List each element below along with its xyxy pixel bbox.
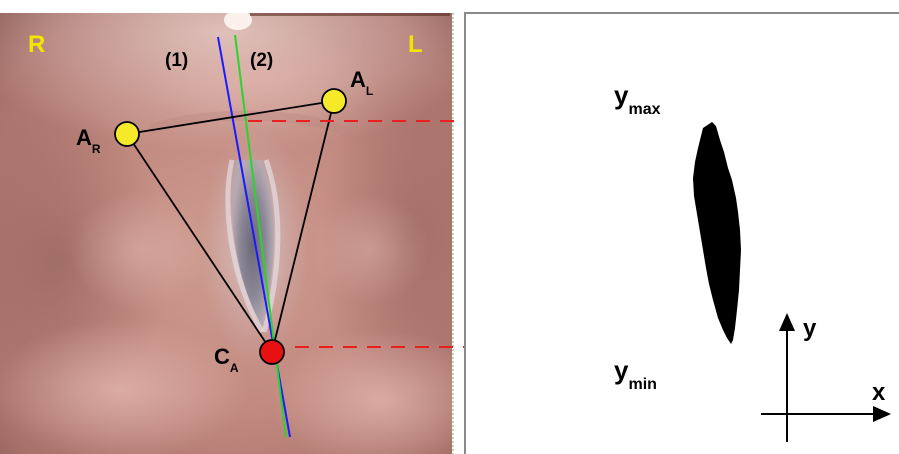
- axis-x-label: x: [872, 379, 886, 406]
- corner-label-right: R: [28, 31, 45, 58]
- line-2-label: (2): [250, 50, 273, 71]
- point-ar: [115, 122, 139, 146]
- point-ca: [260, 340, 284, 364]
- axis-y-label: y: [803, 315, 817, 342]
- endoscopic-image: [0, 10, 500, 454]
- corner-label-left: L: [408, 31, 423, 58]
- mask-panel: [465, 13, 899, 454]
- line-1-label: (1): [165, 50, 188, 71]
- point-al: [322, 89, 346, 113]
